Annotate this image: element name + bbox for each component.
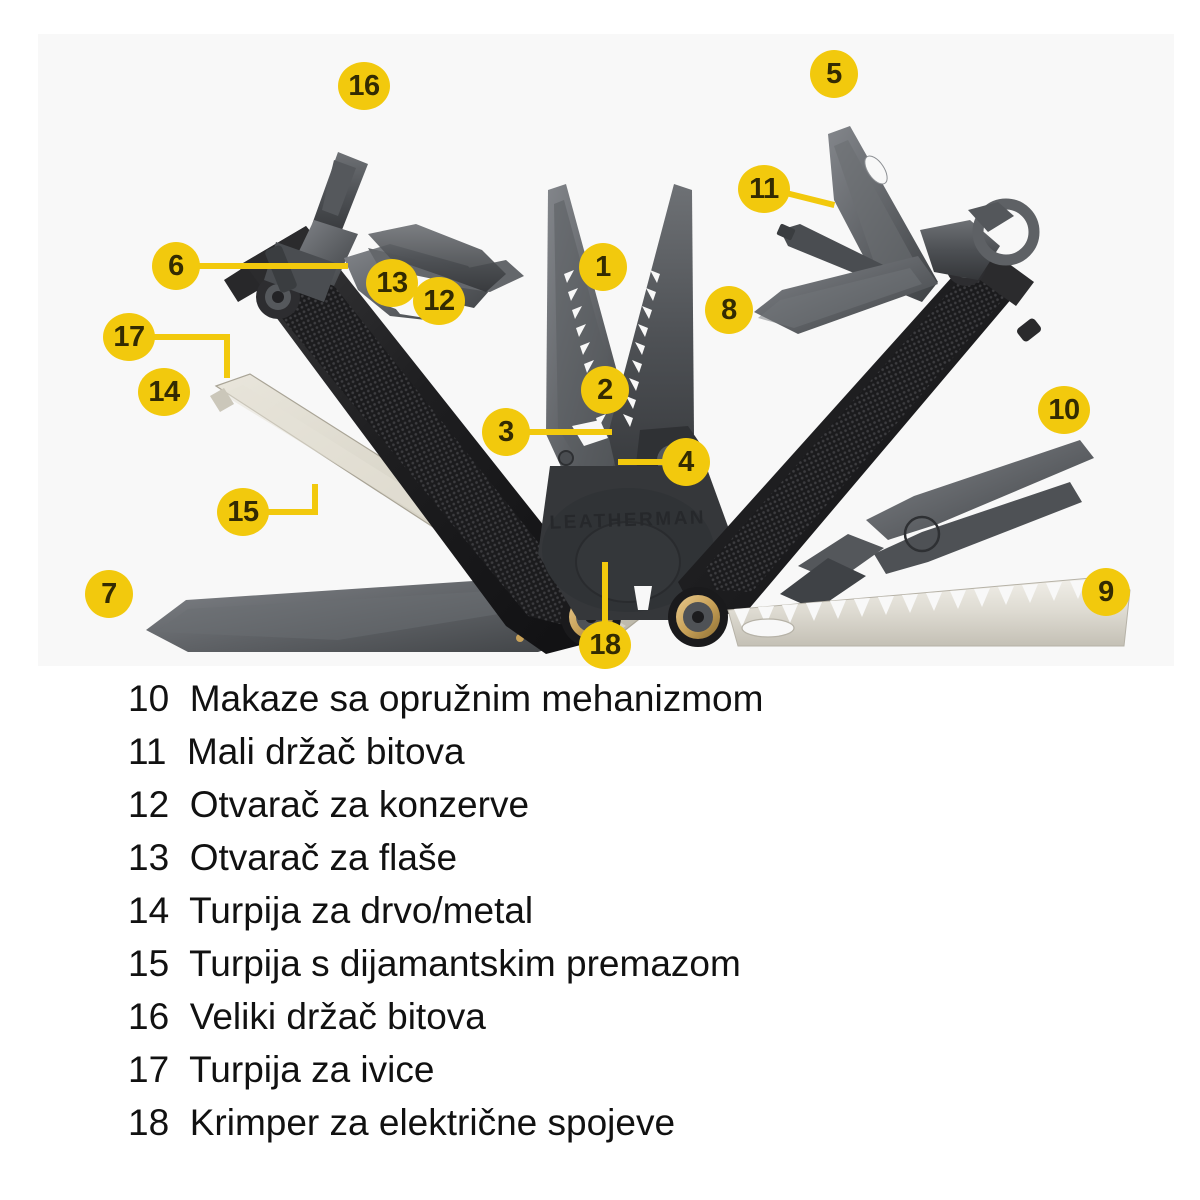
callout-badge-17[interactable]: 17 (103, 313, 155, 361)
pliers-assembly: LEATHERMAN (538, 184, 738, 620)
legend-item-number: 12 (128, 784, 180, 825)
callout-badge-7[interactable]: 7 (85, 570, 133, 618)
callout-badge-12[interactable]: 12 (413, 277, 465, 325)
callout-badge-5[interactable]: 5 (810, 50, 858, 98)
multitool-illustration: LEATHERMAN (38, 34, 1174, 666)
callout-badge-11[interactable]: 11 (738, 165, 790, 213)
ring-tool (920, 198, 1040, 280)
callout-badge-1[interactable]: 1 (579, 243, 627, 291)
leader-line-4 (618, 459, 700, 465)
legend-item-label: Turpija za drvo/metal (189, 890, 534, 931)
leader-line-17-drop (224, 334, 230, 378)
legend-item-label: Otvarač za konzerve (189, 784, 530, 825)
legend-item-label: Krimper za električne spojeve (189, 1102, 676, 1143)
leader-line-15-rise (312, 484, 318, 512)
legend-item: 15 Turpija s dijamantskim premazom (128, 937, 1128, 990)
callout-badge-15[interactable]: 15 (217, 488, 269, 536)
callout-badge-18[interactable]: 18 (579, 621, 631, 669)
callout-badge-3[interactable]: 3 (482, 408, 530, 456)
leader-line-18 (602, 562, 608, 644)
callout-badge-14[interactable]: 14 (138, 368, 190, 416)
legend-item: 18 Krimper za električne spojeve (128, 1096, 1128, 1149)
legend-item: 12 Otvarač za konzerve (128, 778, 1128, 831)
callout-badge-2[interactable]: 2 (581, 366, 629, 414)
legend-item: 13 Otvarač za flaše (128, 831, 1128, 884)
callout-badge-4[interactable]: 4 (662, 438, 710, 486)
callout-badge-9[interactable]: 9 (1082, 568, 1130, 616)
legend-item: 16 Veliki držač bitova (128, 990, 1128, 1043)
large-bit-driver (264, 152, 368, 302)
legend-item-label: Otvarač za flaše (189, 837, 458, 878)
leader-line-6 (198, 263, 348, 269)
callout-badge-13[interactable]: 13 (366, 259, 418, 307)
legend-item: 11 Mali držač bitova (128, 725, 1128, 778)
legend-item: 14 Turpija za drvo/metal (128, 884, 1128, 937)
parts-legend-list: 10 Makaze sa opružnim mehanizmom 11 Mali… (128, 672, 1128, 1149)
legend-item: 17 Turpija za ivice (128, 1043, 1128, 1096)
scissors (780, 440, 1094, 610)
leader-line-15 (260, 509, 318, 515)
legend-item-number: 13 (128, 837, 180, 878)
callout-badge-8[interactable]: 8 (705, 286, 753, 334)
legend-item-number: 18 (128, 1102, 180, 1143)
pry-tool (754, 256, 938, 334)
leader-line-3 (526, 429, 612, 435)
callout-badge-16[interactable]: 16 (338, 62, 390, 110)
legend-item-number: 16 (128, 996, 180, 1037)
legend-item-label: Mali držač bitova (186, 731, 465, 772)
multitool-artwork: LEATHERMAN (38, 34, 1174, 666)
legend-item-number: 14 (128, 890, 180, 931)
legend-item-number: 11 (128, 731, 177, 772)
saw-blade (727, 575, 1131, 647)
legend-item: 10 Makaze sa opružnim mehanizmom (128, 672, 1128, 725)
legend-item-number: 17 (128, 1049, 180, 1090)
callout-badge-6[interactable]: 6 (152, 242, 200, 290)
legend-item-label: Turpija s dijamantskim premazom (189, 943, 741, 984)
legend-item-number: 15 (128, 943, 180, 984)
product-photo-panel: LEATHERMAN (38, 34, 1174, 666)
legend-item-label: Veliki držač bitova (189, 996, 486, 1037)
legend-item-label: Turpija za ivice (189, 1049, 435, 1090)
legend-item-number: 10 (128, 678, 180, 719)
leader-line-17 (148, 334, 230, 340)
legend-item-label: Makaze sa opružnim mehanizmom (189, 678, 764, 719)
callout-badge-10[interactable]: 10 (1038, 386, 1090, 434)
